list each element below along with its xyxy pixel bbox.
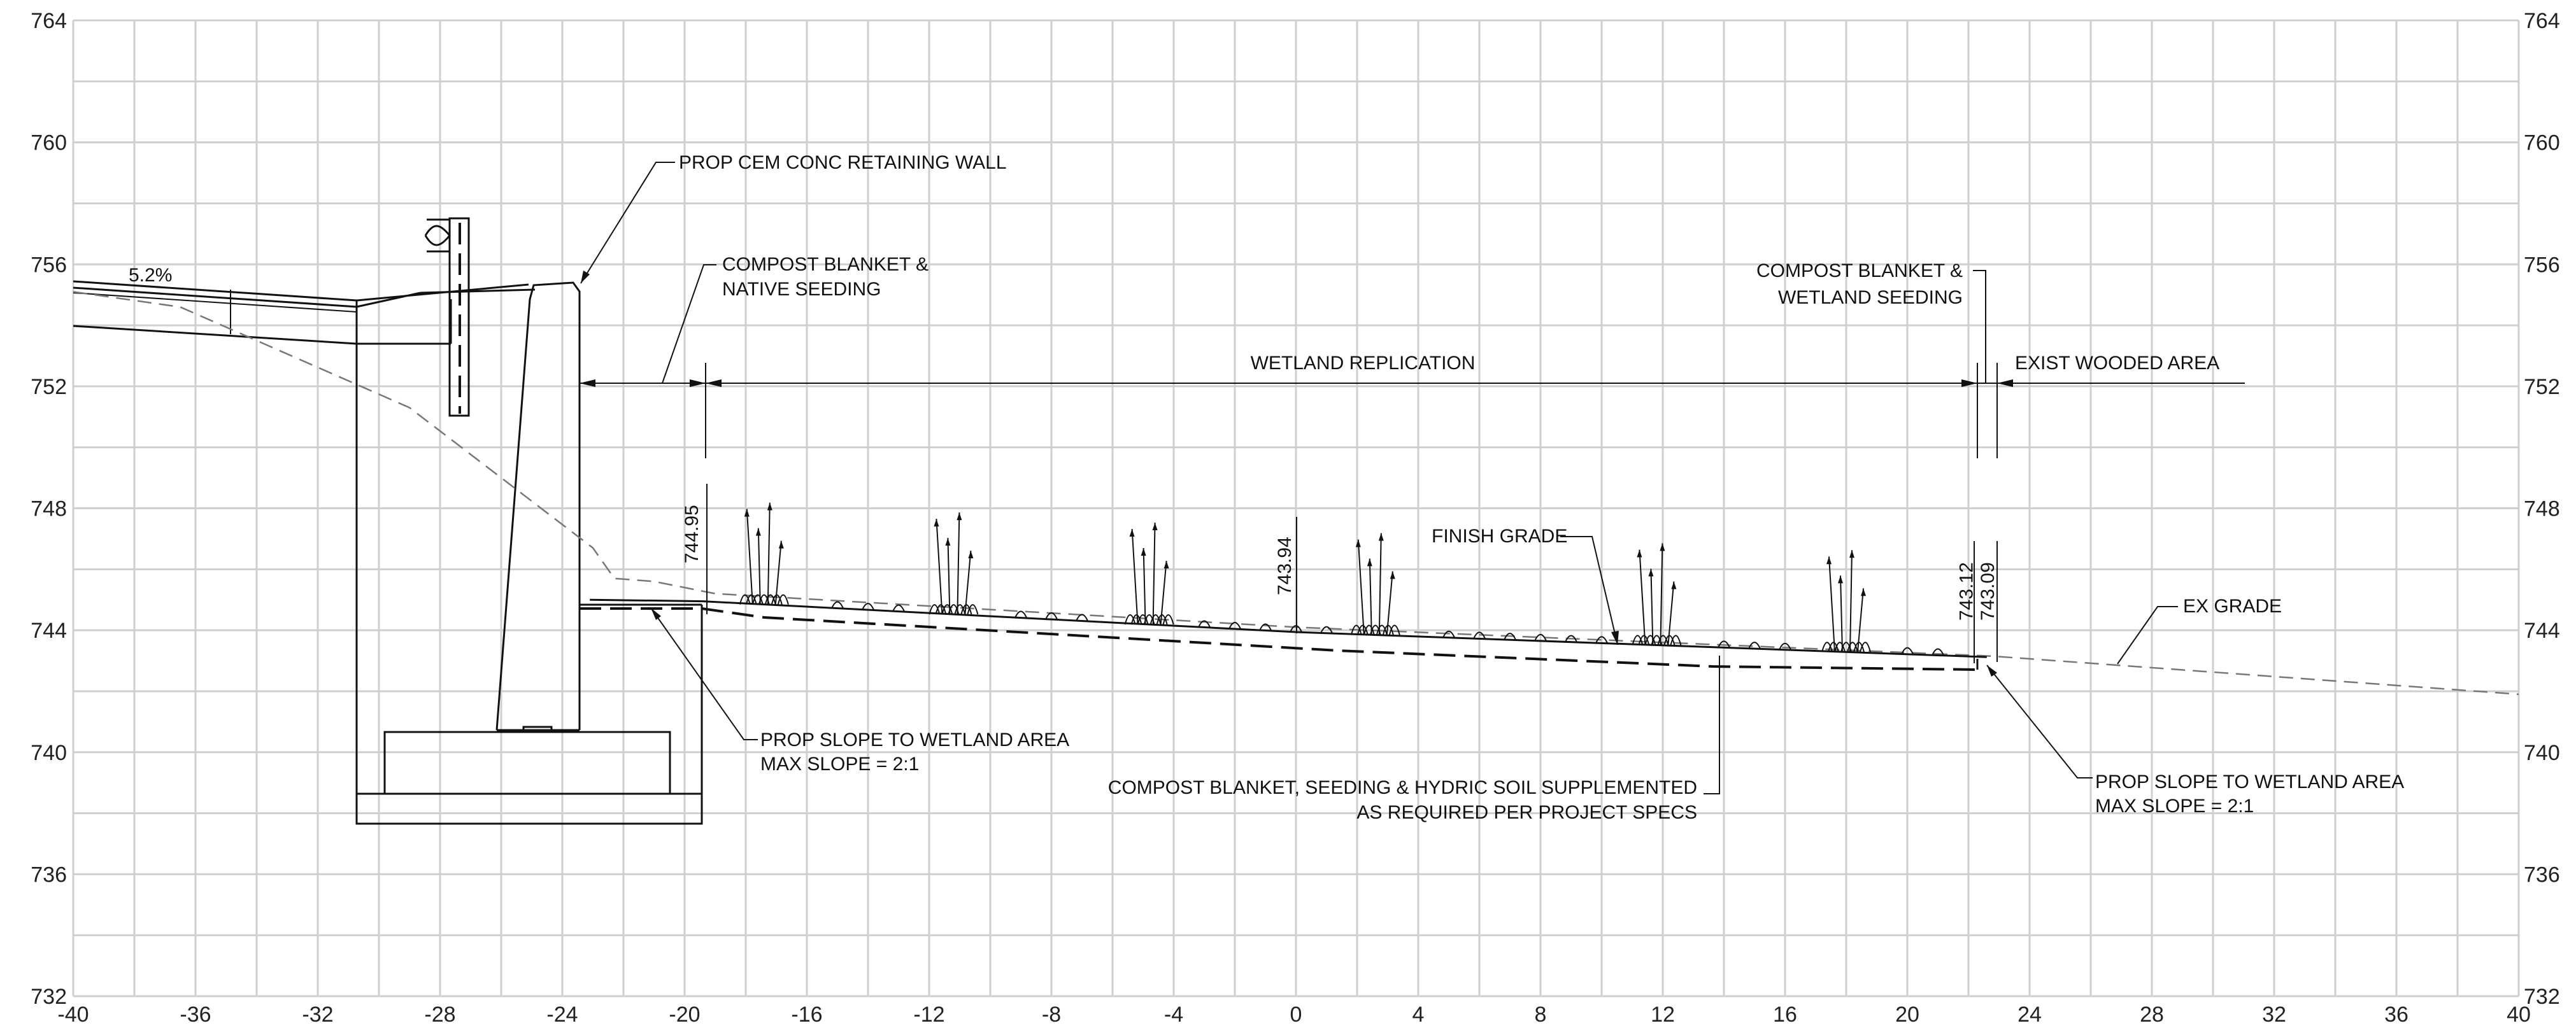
grass-tuft	[831, 601, 844, 609]
grass-tuft	[862, 603, 874, 610]
y-tick-label-right: 752	[2524, 375, 2560, 399]
spot-elevation-ticks	[706, 484, 1998, 663]
reed-clump	[1350, 533, 1400, 635]
y-tick-label-left: 732	[31, 985, 67, 1009]
finish-grade-line	[590, 598, 1987, 658]
x-tick-label: -40	[57, 1003, 89, 1027]
note-hydric-2: AS REQUIRED PER PROJECT SPECS	[1356, 802, 1697, 823]
x-tick-label: 36	[2384, 1003, 2409, 1027]
y-tick-label-right: 732	[2524, 985, 2560, 1009]
x-tick-label: -36	[180, 1003, 211, 1027]
grass-tuft	[1228, 622, 1241, 630]
grass-tuft	[1198, 620, 1211, 628]
note-compost-native-1: COMPOST BLANKET &	[722, 254, 929, 275]
note-compost-wetland-1: COMPOST BLANKET &	[1756, 260, 1963, 281]
x-tick-label: -16	[791, 1003, 822, 1027]
x-tick-label: -24	[546, 1003, 578, 1027]
retaining-wall	[73, 217, 703, 825]
x-tick-label: -8	[1042, 1003, 1061, 1027]
note-retaining-wall: PROP CEM CONC RETAINING WALL	[679, 152, 1007, 173]
grass-tuft	[1718, 640, 1730, 648]
y-tick-label-right: 736	[2524, 863, 2560, 887]
y-tick-label-left: 740	[31, 741, 67, 765]
x-tick-label: -28	[424, 1003, 455, 1027]
grass-tuft	[1901, 647, 1914, 655]
spot-elevation-label: 743.94	[1274, 537, 1295, 595]
reed-clump	[1124, 523, 1174, 625]
y-tick-label-right: 760	[2524, 131, 2560, 155]
grass-tuft	[892, 604, 905, 612]
x-tick-label: 32	[2262, 1003, 2286, 1027]
grass-tuft	[1748, 642, 1761, 649]
y-tick-label-right: 756	[2524, 253, 2560, 277]
x-tick-label: 8	[1535, 1003, 1547, 1027]
grass-tuft	[1534, 633, 1547, 642]
x-tick-label: 40	[2507, 1003, 2531, 1027]
x-tick-label: -4	[1164, 1003, 1183, 1027]
spot-elevation-label: 744.95	[681, 505, 702, 563]
grass-tuft	[1320, 626, 1333, 634]
grass-tuft	[1565, 635, 1577, 643]
y-tick-label-right: 744	[2524, 619, 2560, 643]
y-tick-label-left: 756	[31, 253, 67, 277]
note-hydric-1: COMPOST BLANKET, SEEDING & HYDRIC SOIL S…	[1108, 777, 1697, 798]
y-tick-label-left: 752	[31, 375, 67, 399]
grass-tuft	[1779, 642, 1791, 651]
grass-tuft	[1259, 623, 1272, 631]
y-tick-label-left: 748	[31, 497, 67, 521]
note-prop-slope-left-2: MAX SLOPE = 2:1	[760, 754, 919, 775]
x-tick-label: 16	[1773, 1003, 1797, 1027]
note-finish-grade: FINISH GRADE	[1432, 526, 1567, 547]
grid	[72, 19, 2520, 997]
reed-clump	[1821, 550, 1871, 652]
x-tick-label: -12	[913, 1003, 944, 1027]
grass-tuft	[1932, 648, 1944, 656]
y-tick-label-left: 764	[31, 9, 67, 33]
reed-clump	[1632, 543, 1682, 645]
note-ex-grade: EX GRADE	[2183, 596, 2282, 617]
x-tick-label: 12	[1651, 1003, 1675, 1027]
leader-lines	[580, 162, 2178, 794]
note-prop-slope-right-1: PROP SLOPE TO WETLAND AREA	[2095, 771, 2404, 792]
grass-tuft	[1442, 630, 1455, 638]
x-tick-label: 0	[1290, 1003, 1302, 1027]
note-compost-native-2: NATIVE SEEDING	[722, 279, 881, 300]
spot-elevation-label: 743.09	[1977, 562, 1998, 621]
x-tick-label: -32	[302, 1003, 333, 1027]
y-tick-label-right: 764	[2524, 9, 2560, 33]
note-prop-slope-left-1: PROP SLOPE TO WETLAND AREA	[760, 729, 1069, 750]
finish-grade	[580, 598, 1987, 671]
x-tick-label: 4	[1413, 1003, 1425, 1027]
wetland-plants	[739, 502, 1944, 656]
grass-tuft	[1045, 612, 1058, 620]
y-tick-label-left: 736	[31, 863, 67, 887]
grass-tuft	[1076, 614, 1088, 621]
grass-tuft	[1014, 610, 1027, 618]
y-tick-label-right: 748	[2524, 497, 2560, 521]
x-tick-label: 20	[1895, 1003, 1919, 1027]
y-tick-label-left: 760	[31, 131, 67, 155]
y-tick-label-right: 740	[2524, 741, 2560, 765]
x-tick-label: 28	[2140, 1003, 2164, 1027]
reed-clump	[929, 512, 979, 615]
grass-tuft	[1473, 631, 1486, 639]
reed-clump	[739, 502, 789, 605]
note-compost-wetland-2: WETLAND SEEDING	[1778, 287, 1963, 308]
grass-tuft	[1504, 633, 1516, 640]
slope-label: 5.2%	[129, 265, 172, 286]
annotations: 5.2% PROP CEM CONC RETAINING WALL COMPOS…	[129, 152, 2404, 823]
spot-elevation-label: 743.12	[1956, 562, 1977, 621]
grass-tuft	[1595, 636, 1608, 644]
dimension-line	[580, 363, 2245, 458]
note-prop-slope-right-2: MAX SLOPE = 2:1	[2095, 796, 2254, 817]
y-tick-label-left: 744	[31, 619, 67, 643]
x-tick-label: -20	[669, 1003, 700, 1027]
note-exist-wooded-area: EXIST WOODED AREA	[2015, 353, 2219, 374]
x-tick-label: 24	[2017, 1003, 2042, 1027]
note-wetland-replication: WETLAND REPLICATION	[1251, 353, 1476, 374]
